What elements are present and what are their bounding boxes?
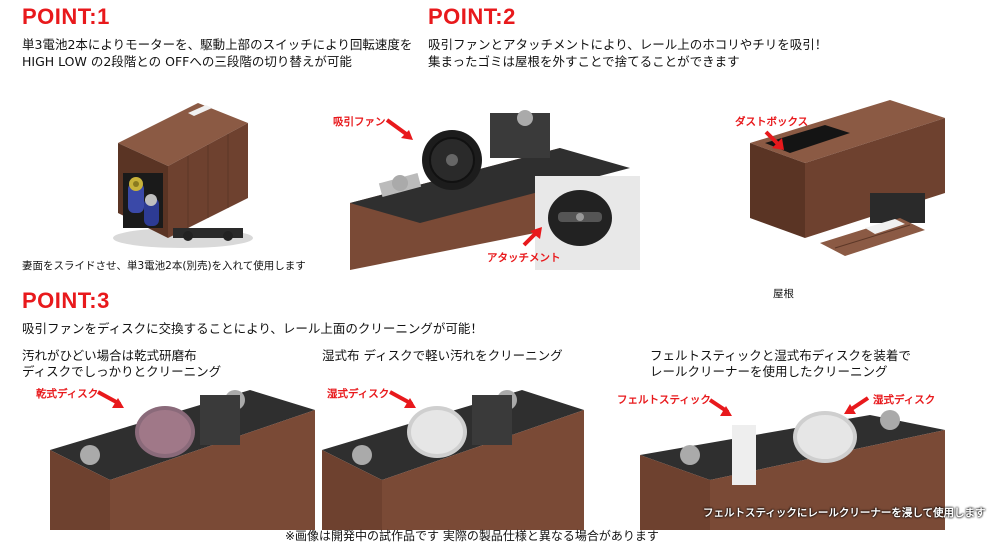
point2-title: POINT:2 [428, 4, 516, 29]
arrow-dustbox-icon [764, 130, 784, 150]
sub3-line2: レールクリーナーを使用したクリーニング [650, 364, 888, 379]
sub1-line1: 汚れがひどい場合は乾式研磨布 [22, 348, 197, 363]
label-dry-disk: 乾式ディスク [36, 388, 99, 400]
fan-car-photo [340, 88, 640, 270]
arrow-attachment-icon [522, 227, 542, 247]
label-attachment: アタッチメント [487, 252, 561, 264]
felt-caption: フェルトスティックにレールクリーナーを浸して使用します [703, 507, 986, 519]
point2-desc-line2: 集まったゴミは屋根を外すことで捨てることができます [428, 54, 740, 69]
label-felt-stick: フェルトスティック [617, 394, 711, 406]
label-wet-disk: 湿式ディスク [327, 388, 390, 400]
point1-desc-line2: HIGH LOW の2段階との OFFへの三段階の切り替えが可能 [22, 54, 352, 69]
point1-title: POINT:1 [22, 4, 110, 29]
label-roof: 屋根 [773, 288, 794, 300]
arrow-dry-icon [97, 390, 124, 408]
dustbox-car-photo [730, 88, 950, 268]
point2-desc-line1: 吸引ファンとアタッチメントにより、レール上のホコリやチリを吸引！ [428, 37, 828, 52]
felt-stick-photo [640, 395, 945, 530]
point1-caption: 妻面をスライドさせ、単3電池2本(別売)を入れて使用します [22, 260, 306, 272]
footer-note: ※画像は開発中の試作品です 実際の製品仕様と異なる場合があります [285, 529, 659, 543]
point3-desc: 吸引ファンをディスクに交換することにより、レール上面のクリーニングが可能！ [22, 321, 483, 336]
sub3-line1: フェルトスティックと湿式布ディスクを装着で [650, 348, 911, 363]
label-wet-disk-2: 湿式ディスク [873, 394, 936, 406]
label-fan: 吸引ファン [333, 116, 386, 128]
dry-disk-photo [50, 370, 315, 530]
point1-desc-line1: 単3電池2本によりモーターを、駆動上部のスイッチにより回転速度を [22, 37, 413, 52]
sub2-line1: 湿式布 ディスクで軽い汚れをクリーニング [322, 348, 563, 363]
point3-title: POINT:3 [22, 288, 110, 313]
sub1-line2: ディスクでしっかりとクリーニング [22, 364, 222, 379]
arrow-fan-icon [385, 118, 413, 140]
arrow-wet2-icon [844, 396, 870, 414]
arrow-felt-icon [708, 398, 732, 416]
wet-disk-photo [322, 370, 584, 530]
label-dustbox: ダストボックス [735, 116, 809, 128]
battery-car-photo [88, 88, 258, 253]
arrow-wet-icon [389, 390, 416, 408]
